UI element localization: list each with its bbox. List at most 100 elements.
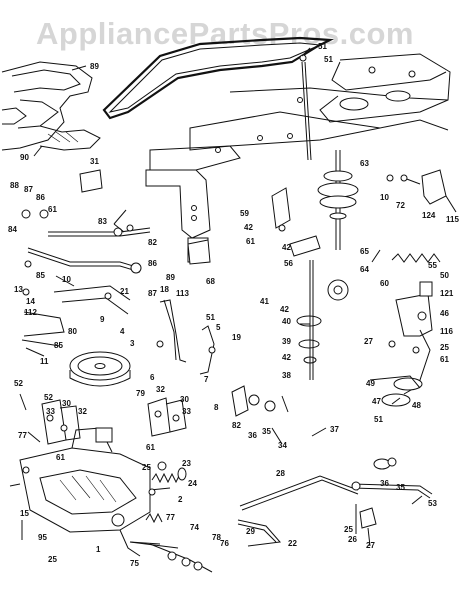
callout-78: 78	[212, 533, 221, 542]
callout-36b: 36	[380, 479, 389, 488]
callout-61: 61	[48, 205, 57, 214]
callout-60: 60	[380, 279, 389, 288]
callout-112: 112	[24, 308, 37, 317]
pulley-3	[69, 351, 131, 387]
callout-77a: 77	[18, 431, 27, 440]
bracket-59	[271, 187, 321, 257]
callout-7: 7	[204, 375, 209, 384]
hood-outline	[1, 61, 101, 151]
callout-30a: 30	[62, 399, 71, 408]
frame	[145, 53, 451, 263]
callout-48: 48	[412, 401, 421, 410]
callout-29: 29	[246, 527, 255, 536]
callout-32b: 32	[156, 385, 165, 394]
callout-53: 53	[428, 499, 437, 508]
callout-25c: 25	[440, 343, 449, 352]
callout-5: 5	[216, 323, 221, 332]
callout-42b: 42	[282, 243, 291, 252]
callout-124: 124	[422, 211, 436, 220]
transaxle	[9, 427, 171, 557]
callout-13: 13	[14, 285, 23, 294]
callout-31: 31	[90, 157, 99, 166]
callout-2: 2	[178, 495, 183, 504]
callout-24: 24	[188, 479, 197, 488]
callout-27a: 27	[366, 541, 375, 550]
callout-83: 83	[98, 217, 107, 226]
callout-8: 8	[214, 403, 219, 412]
callout-115: 115	[446, 215, 459, 224]
callout-85b: 85	[54, 341, 63, 350]
callout-87b: 87	[148, 289, 157, 298]
callout-27b: 27	[364, 337, 373, 346]
callout-51d: 51	[374, 415, 383, 424]
drive-belt	[102, 36, 335, 120]
callout-55: 55	[428, 261, 437, 270]
callout-46: 46	[440, 309, 449, 318]
callout-76: 76	[220, 539, 229, 548]
callout-82b: 82	[232, 421, 241, 430]
callout-86: 86	[36, 193, 45, 202]
callout-22: 22	[288, 539, 297, 548]
callout-11: 11	[40, 357, 49, 366]
callout-90: 90	[20, 153, 29, 162]
callout-6: 6	[150, 373, 155, 382]
callout-61d: 61	[246, 237, 255, 246]
callout-3: 3	[130, 339, 135, 348]
callout-116: 116	[440, 327, 453, 336]
callout-51a: 51	[318, 42, 327, 51]
callout-75: 75	[130, 559, 139, 568]
callout-121: 121	[440, 289, 454, 298]
callout-65: 65	[360, 247, 369, 256]
bracket-124	[386, 169, 457, 213]
callout-42c: 42	[280, 305, 289, 314]
callout-21: 21	[120, 287, 129, 296]
callout-32a: 32	[78, 407, 87, 416]
lever-linkage	[21, 209, 151, 347]
pulley-assembly	[296, 150, 359, 380]
shield-31	[79, 169, 103, 193]
bracket-group-left	[19, 393, 81, 445]
rod-22	[237, 519, 281, 547]
callout-23: 23	[182, 459, 191, 468]
callout-80: 80	[68, 327, 77, 336]
bottom-shaft	[149, 543, 213, 573]
leader-lines	[25, 47, 423, 549]
rod-37	[271, 427, 327, 445]
callout-47: 47	[372, 397, 381, 406]
callout-10b: 10	[380, 193, 389, 202]
callout-86b: 86	[148, 259, 157, 268]
callout-40: 40	[282, 317, 291, 326]
callout-34: 34	[278, 441, 287, 450]
callout-88: 88	[10, 181, 19, 190]
watermark: AppliancePartsPros.com	[36, 16, 414, 51]
callout-labels: 89 90 51 51 31 88 87 86 61 83 82 84 85 8…	[8, 42, 459, 568]
callout-50: 50	[440, 271, 449, 280]
rod-53	[351, 481, 433, 499]
spring-77	[145, 512, 163, 524]
clamp-assembly	[355, 457, 397, 547]
callout-37: 37	[330, 425, 339, 434]
callout-89: 89	[90, 62, 99, 71]
callout-42a: 42	[244, 223, 253, 232]
spring-55	[391, 253, 441, 263]
callout-72: 72	[396, 201, 405, 210]
callout-1: 1	[96, 545, 101, 554]
callout-19: 19	[232, 333, 241, 342]
callout-39: 39	[282, 337, 291, 346]
callout-14: 14	[26, 297, 35, 306]
callout-33a: 33	[46, 407, 55, 416]
lever-113	[156, 299, 216, 375]
rod-28	[239, 475, 359, 511]
callout-113: 113	[176, 289, 189, 298]
callout-74: 74	[190, 523, 199, 532]
spring-24	[148, 461, 187, 496]
callout-41: 41	[260, 297, 269, 306]
callout-28: 28	[276, 469, 285, 478]
callout-61c: 61	[146, 443, 155, 452]
callout-25a: 25	[142, 463, 151, 472]
callout-9: 9	[100, 315, 105, 324]
callout-82: 82	[148, 238, 157, 247]
callout-64: 64	[360, 265, 369, 274]
shaft-51	[299, 54, 312, 161]
